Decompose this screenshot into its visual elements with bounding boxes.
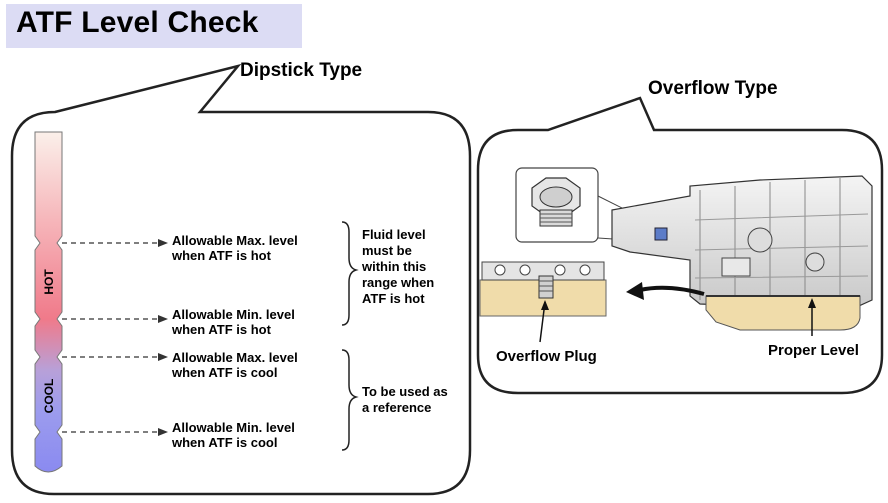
overflow-heading: Overflow Type [648, 78, 778, 99]
dipstick-gauge [34, 131, 63, 473]
dipstick-heading: Dipstick Type [240, 60, 363, 81]
hot-range-note: Fluid level must be within this range wh… [362, 227, 435, 306]
page-title: ATF Level Check [16, 6, 259, 39]
cool-range-brace [341, 349, 359, 451]
hot-range-brace [341, 221, 359, 326]
hot-gauge-label: HOT [42, 269, 56, 295]
transmission-case [611, 175, 873, 331]
cool-range-note: To be used as a reference [362, 384, 448, 415]
cutaway-arrow [639, 285, 705, 296]
proper-level-label: Proper Level [768, 342, 859, 359]
title-banner [6, 4, 302, 48]
dipstick-callout [10, 63, 472, 496]
overflow-plug-label: Overflow Plug [496, 348, 597, 365]
cool-gauge-label: COOL [42, 379, 56, 414]
level-arrows [62, 239, 168, 436]
plug-inset [515, 167, 659, 243]
